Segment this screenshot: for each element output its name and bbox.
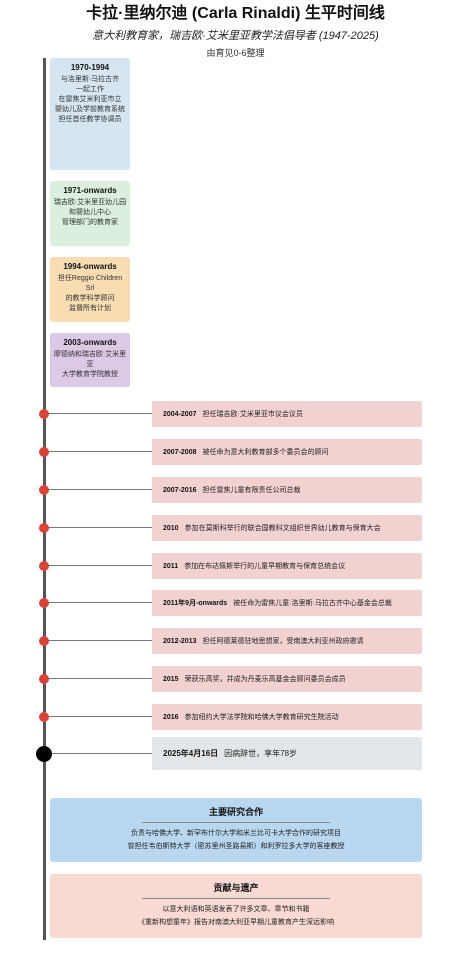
early-period-card: 1970-1994 与洛里斯·马拉古齐 一起工作 在雷焦艾米利亚市立 婴幼儿及学… (50, 58, 130, 170)
period-description: 瑞吉欧·艾米里亚幼儿园 和婴幼儿中心 管理部门的教育家 (53, 199, 127, 226)
timeline-event: 2011 参加在布达佩斯举行的儿童早期教育与保育总统会议 (0, 553, 471, 579)
event-marker (39, 636, 49, 646)
early-period-card: 2003-onwards 摩德纳和瑞吉欧·艾米里亚 大学教育学院教授 (50, 333, 130, 387)
final-event-text: 因病辞世，享年78岁 (224, 749, 298, 758)
connector-line (44, 451, 152, 452)
connector-line (44, 602, 152, 603)
final-event-box: 2025年4月16日 因病辞世，享年78岁 (152, 737, 422, 770)
event-date: 2011年9月-onwards (163, 600, 228, 607)
section-divider (142, 822, 330, 823)
connector-line (44, 565, 152, 566)
timeline-event: 2011年9月-onwards 被任命为雷焦儿童·洛里斯·马拉古齐中心基金会总裁 (0, 590, 471, 616)
page-title: 卡拉·里纳尔迪 (Carla Rinaldi) 生平时间线 (86, 5, 385, 22)
timeline-event: 2004-2007 担任瑞吉欧·艾米里亚市议会议员 (0, 401, 471, 427)
event-text: 担任阿德莱德驻地思想家，受南澳大利亚州政府邀请 (202, 638, 364, 645)
section-divider (142, 898, 330, 899)
period-year: 1971-onwards (63, 186, 117, 195)
connector-line (44, 753, 152, 754)
event-box: 2012-2013 担任阿德莱德驻地思想家，受南澳大利亚州政府邀请 (152, 628, 422, 654)
event-text: 被任命为雷焦儿童·洛里斯·马拉古齐中心基金会总裁 (233, 600, 392, 607)
timeline-event: 2012-2013 担任阿德莱德驻地思想家，受南澳大利亚州政府邀请 (0, 628, 471, 654)
header: 卡拉·里纳尔迪 (Carla Rinaldi) 生平时间线 意大利教育家，瑞吉欧… (0, 4, 471, 59)
period-description: 担任Reggio Children Srl 的教学科学顾问 监督所有计划 (57, 275, 123, 312)
source-note: 由育见0-6整理 (206, 48, 265, 58)
event-text: 荣获乐高奖，并成为丹麦乐高基金会顾问委员会成员 (184, 676, 346, 683)
event-text: 参加在布达佩斯举行的儿童早期教育与保育总统会议 (184, 563, 346, 570)
legacy-line: 以意大利语和英语发表了许多文章、章节和书籍 (162, 906, 310, 913)
event-marker (39, 598, 49, 608)
connector-line (44, 640, 152, 641)
timeline-axis (43, 58, 46, 940)
period-description: 与洛里斯·马拉古齐 一起工作 在雷焦艾米利亚市立 婴幼儿及学前教育系统 担任首任… (55, 76, 125, 123)
event-date: 2010 (163, 524, 179, 532)
event-marker (39, 409, 49, 419)
legacy-section: 贡献与遗产 以意大利语和英语发表了许多文章、章节和书籍 《重新构想童年》报告对南… (50, 874, 422, 938)
event-date: 2007-2016 (163, 486, 197, 494)
timeline-event: 2010 参加在莫斯科举行的联合国教科文组织世界幼儿教育与保育大会 (0, 515, 471, 541)
event-box: 2016 参加纽约大学法学院和哈佛大学教育研究生院活动 (152, 704, 422, 730)
period-year: 1994-onwards (63, 262, 117, 271)
early-period-card: 1971-onwards 瑞吉欧·艾米里亚幼儿园 和婴幼儿中心 管理部门的教育家 (50, 181, 130, 246)
period-description: 摩德纳和瑞吉欧·艾米里亚 大学教育学院教授 (53, 351, 127, 378)
event-box: 2011年9月-onwards 被任命为雷焦儿童·洛里斯·马拉古齐中心基金会总裁 (152, 590, 422, 616)
event-box: 2011 参加在布达佩斯举行的儿童早期教育与保育总统会议 (152, 553, 422, 579)
connector-line (44, 527, 152, 528)
event-marker (39, 523, 49, 533)
event-date: 2015 (163, 675, 179, 683)
event-date: 2016 (163, 713, 179, 721)
event-box: 2007-2008 被任命为意大利教育部多个委员会的顾问 (152, 439, 422, 465)
event-text: 参加在莫斯科举行的联合国教科文组织世界幼儿教育与保育大会 (184, 525, 381, 532)
research-section-title: 主要研究合作 (208, 807, 263, 817)
timeline-event: 2007-2016 担任雷焦儿童有限责任公司总裁 (0, 477, 471, 503)
event-marker (39, 561, 49, 571)
event-date: 2007-2008 (163, 448, 197, 456)
final-event: 2025年4月16日 因病辞世，享年78岁 (0, 737, 471, 770)
event-marker (39, 485, 49, 495)
event-marker (39, 447, 49, 457)
event-date: 2004-2007 (163, 410, 197, 418)
event-text: 参加纽约大学法学院和哈佛大学教育研究生院活动 (184, 714, 339, 721)
period-year: 1970-1994 (70, 63, 110, 72)
timeline-event: 2015 荣获乐高奖，并成为丹麦乐高基金会顾问委员会成员 (0, 666, 471, 692)
event-text: 被任命为意大利教育部多个委员会的顾问 (202, 449, 329, 456)
final-event-date: 2025年4月16日 (163, 749, 219, 758)
page-subtitle: 意大利教育家，瑞吉欧·艾米里亚教学法倡导者 (1947-2025) (92, 30, 379, 42)
event-box: 2004-2007 担任瑞吉欧·艾米里亚市议会议员 (152, 401, 422, 427)
legacy-line: 《重新构想童年》报告对南澳大利亚早期儿童教育产生深远影响 (138, 919, 334, 926)
connector-line (44, 489, 152, 490)
final-event-marker (36, 746, 52, 762)
connector-line (44, 678, 152, 679)
event-marker (39, 674, 49, 684)
legacy-section-title: 贡献与遗产 (213, 883, 259, 893)
timeline-event: 2016 参加纽约大学法学院和哈佛大学教育研究生院活动 (0, 704, 471, 730)
connector-line (44, 716, 152, 717)
research-line: 负责与哈佛大学、新罕布什尔大学和米兰比可卡大学合作的研究项目 (131, 830, 341, 837)
research-section: 主要研究合作 负责与哈佛大学、新罕布什尔大学和米兰比可卡大学合作的研究项目 曾担… (50, 798, 422, 862)
event-date: 2011 (163, 562, 179, 570)
connector-line (44, 413, 152, 414)
research-line: 曾担任韦伯斯特大学（密苏里州圣路易斯）和利罗拉多大学的客座教授 (127, 843, 345, 850)
early-period-card: 1994-onwards 担任Reggio Children Srl 的教学科学… (50, 257, 130, 322)
period-year: 2003-onwards (63, 338, 117, 347)
event-text: 担任雷焦儿童有限责任公司总裁 (202, 487, 301, 494)
event-text: 担任瑞吉欧·艾米里亚市议会议员 (202, 411, 303, 418)
event-date: 2012-2013 (163, 637, 197, 645)
timeline-event: 2007-2008 被任命为意大利教育部多个委员会的顾问 (0, 439, 471, 465)
event-box: 2010 参加在莫斯科举行的联合国教科文组织世界幼儿教育与保育大会 (152, 515, 422, 541)
event-marker (39, 712, 49, 722)
event-box: 2007-2016 担任雷焦儿童有限责任公司总裁 (152, 477, 422, 503)
event-box: 2015 荣获乐高奖，并成为丹麦乐高基金会顾问委员会成员 (152, 666, 422, 692)
